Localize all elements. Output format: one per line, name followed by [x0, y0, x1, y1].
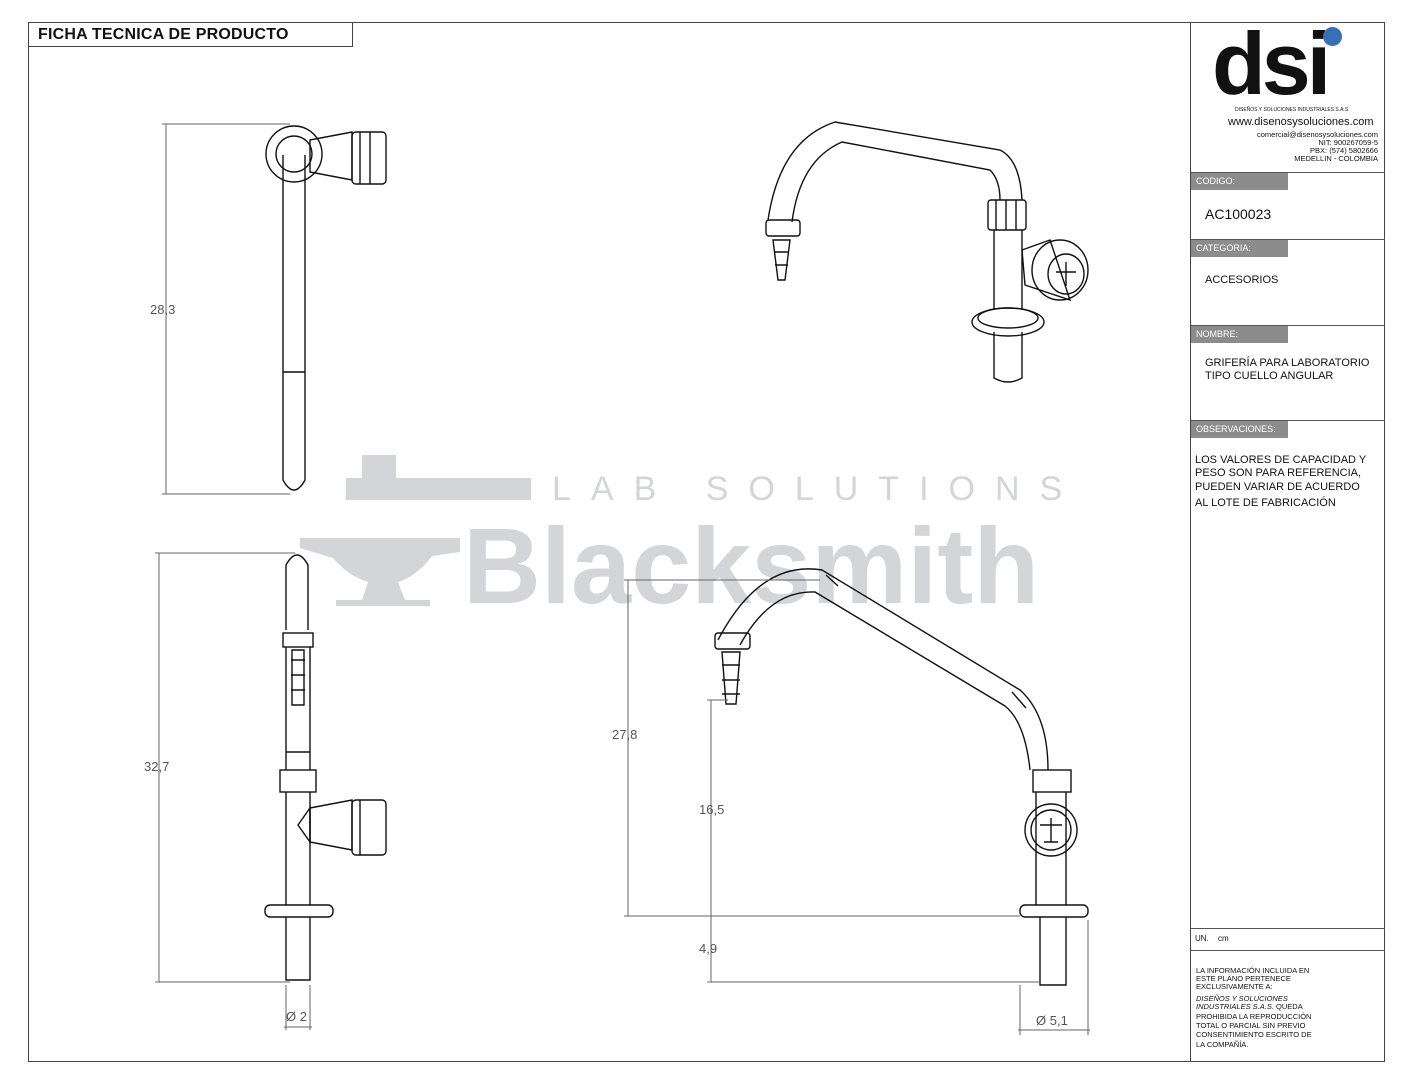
- logo-dot-icon: [1323, 27, 1342, 46]
- dsi-logo: dsi: [1212, 14, 1331, 113]
- legal-line: DISEÑOS Y SOLUCIONES: [1196, 994, 1288, 1003]
- dim-front-height: 32,7: [144, 759, 170, 774]
- units-value: cm: [1218, 934, 1229, 943]
- dim-base-height: 4,9: [699, 941, 718, 956]
- pbx-text: PBX: (574) 5802666: [1310, 146, 1378, 155]
- obs-line3: PUEDEN VARIAR DE ACUERDO: [1195, 481, 1360, 493]
- website-link[interactable]: www.disenosysoluciones.com: [1228, 116, 1374, 128]
- iso-collar: [987, 199, 1027, 231]
- front-view-collar: [279, 769, 317, 793]
- city-text: MEDELLIN - COLOMBIA: [1294, 154, 1378, 163]
- page-title: FICHA TECNICA DE PRODUCTO: [38, 26, 289, 43]
- legal-line: ESTE PLANO PERTENECE: [1196, 974, 1291, 983]
- nombre-line2: TIPO CUELLO ANGULAR: [1205, 370, 1334, 382]
- top-view-handle: [351, 131, 387, 185]
- front-view-handle: [351, 799, 387, 856]
- isometric-view: [765, 121, 1089, 383]
- email-link[interactable]: comercial@disenosysoluciones.com: [1257, 130, 1378, 139]
- obs-line1: LOS VALORES DE CAPACIDAD Y: [1195, 454, 1367, 466]
- dimension-lines: [155, 123, 1090, 1035]
- nombre-label: NOMBRE:: [1191, 326, 1288, 343]
- nombre-line1: GRIFERÍA PARA LABORATORIO: [1205, 357, 1370, 369]
- divider: [1190, 172, 1385, 173]
- obs-line2: PESO SON PARA REFERENCIA,: [1195, 467, 1362, 479]
- divider: [1190, 950, 1385, 951]
- side-view-collar: [1032, 769, 1072, 793]
- divider: [1190, 239, 1385, 240]
- categoria-value: ACCESORIOS: [1205, 274, 1279, 286]
- nit-text: NIT: 900267059-5: [1318, 138, 1378, 147]
- legal-line: EXCLUSIVAMENTE A:: [1196, 982, 1273, 991]
- side-view-base-flange: [1019, 904, 1089, 918]
- legal-line: LA INFORMACIÓN INCLUIDA EN: [1196, 966, 1310, 975]
- drawing-frame: [28, 22, 1385, 1062]
- top-view-base-flange: [265, 125, 323, 183]
- top-view: [265, 125, 387, 491]
- company-small: DISEÑOS Y SOLUCIONES INDUSTRIALES S.A.S: [1235, 107, 1349, 113]
- codigo-label: CODIGO:: [1191, 173, 1288, 190]
- divider: [1190, 420, 1385, 421]
- front-view: [264, 554, 387, 981]
- legal-line: CONSENTIMIENTO ESCRITO DE: [1196, 1030, 1312, 1039]
- legal-line-company: INDUSTRIALES S.A.S. QUEDA: [1196, 1002, 1303, 1012]
- watermark-hammer-head: [362, 455, 396, 480]
- codigo-value: AC100023: [1205, 206, 1272, 222]
- watermark-line2: Blacksmith: [463, 505, 1039, 626]
- divider: [1190, 325, 1385, 326]
- legal-line: PROHIBIDA LA REPRODUCCIÓN: [1196, 1012, 1312, 1021]
- watermark-line1: LAB SOLUTIONS: [552, 470, 1082, 508]
- observaciones-label: OBSERVACIONES:: [1191, 421, 1288, 438]
- title-box: FICHA TECNICA DE PRODUCTO: [28, 22, 353, 47]
- iso-handle: [1031, 239, 1089, 301]
- legal-line: TOTAL O PARCIAL SIN PREVIO: [1196, 1021, 1306, 1030]
- dim-top-height: 28,3: [150, 302, 176, 317]
- side-view: [714, 568, 1089, 986]
- divider: [1190, 928, 1385, 929]
- watermark-anvil-logo: [300, 538, 460, 606]
- dim-outlet-height: 16,5: [699, 802, 725, 817]
- dim-base-diameter: Ø 5,1: [1036, 1013, 1068, 1028]
- legal-queda: QUEDA: [1273, 1002, 1303, 1011]
- legal-line: LA COMPAÑÍA.: [1196, 1040, 1249, 1049]
- dim-side-height: 27,8: [612, 727, 638, 742]
- front-view-base-flange: [264, 904, 334, 918]
- obs-line4: AL LOTE DE FABRICACIÓN: [1195, 497, 1336, 509]
- categoria-label: CATEGORIA:: [1191, 240, 1288, 257]
- info-panel: [1190, 22, 1385, 1062]
- units-label: UN.: [1195, 934, 1209, 943]
- side-view-handle: [1024, 803, 1078, 857]
- watermark-hammer-handle: [346, 478, 531, 500]
- dim-pipe-diameter: Ø 2: [286, 1009, 307, 1024]
- legal-company-name: INDUSTRIALES S.A.S.: [1196, 1002, 1274, 1011]
